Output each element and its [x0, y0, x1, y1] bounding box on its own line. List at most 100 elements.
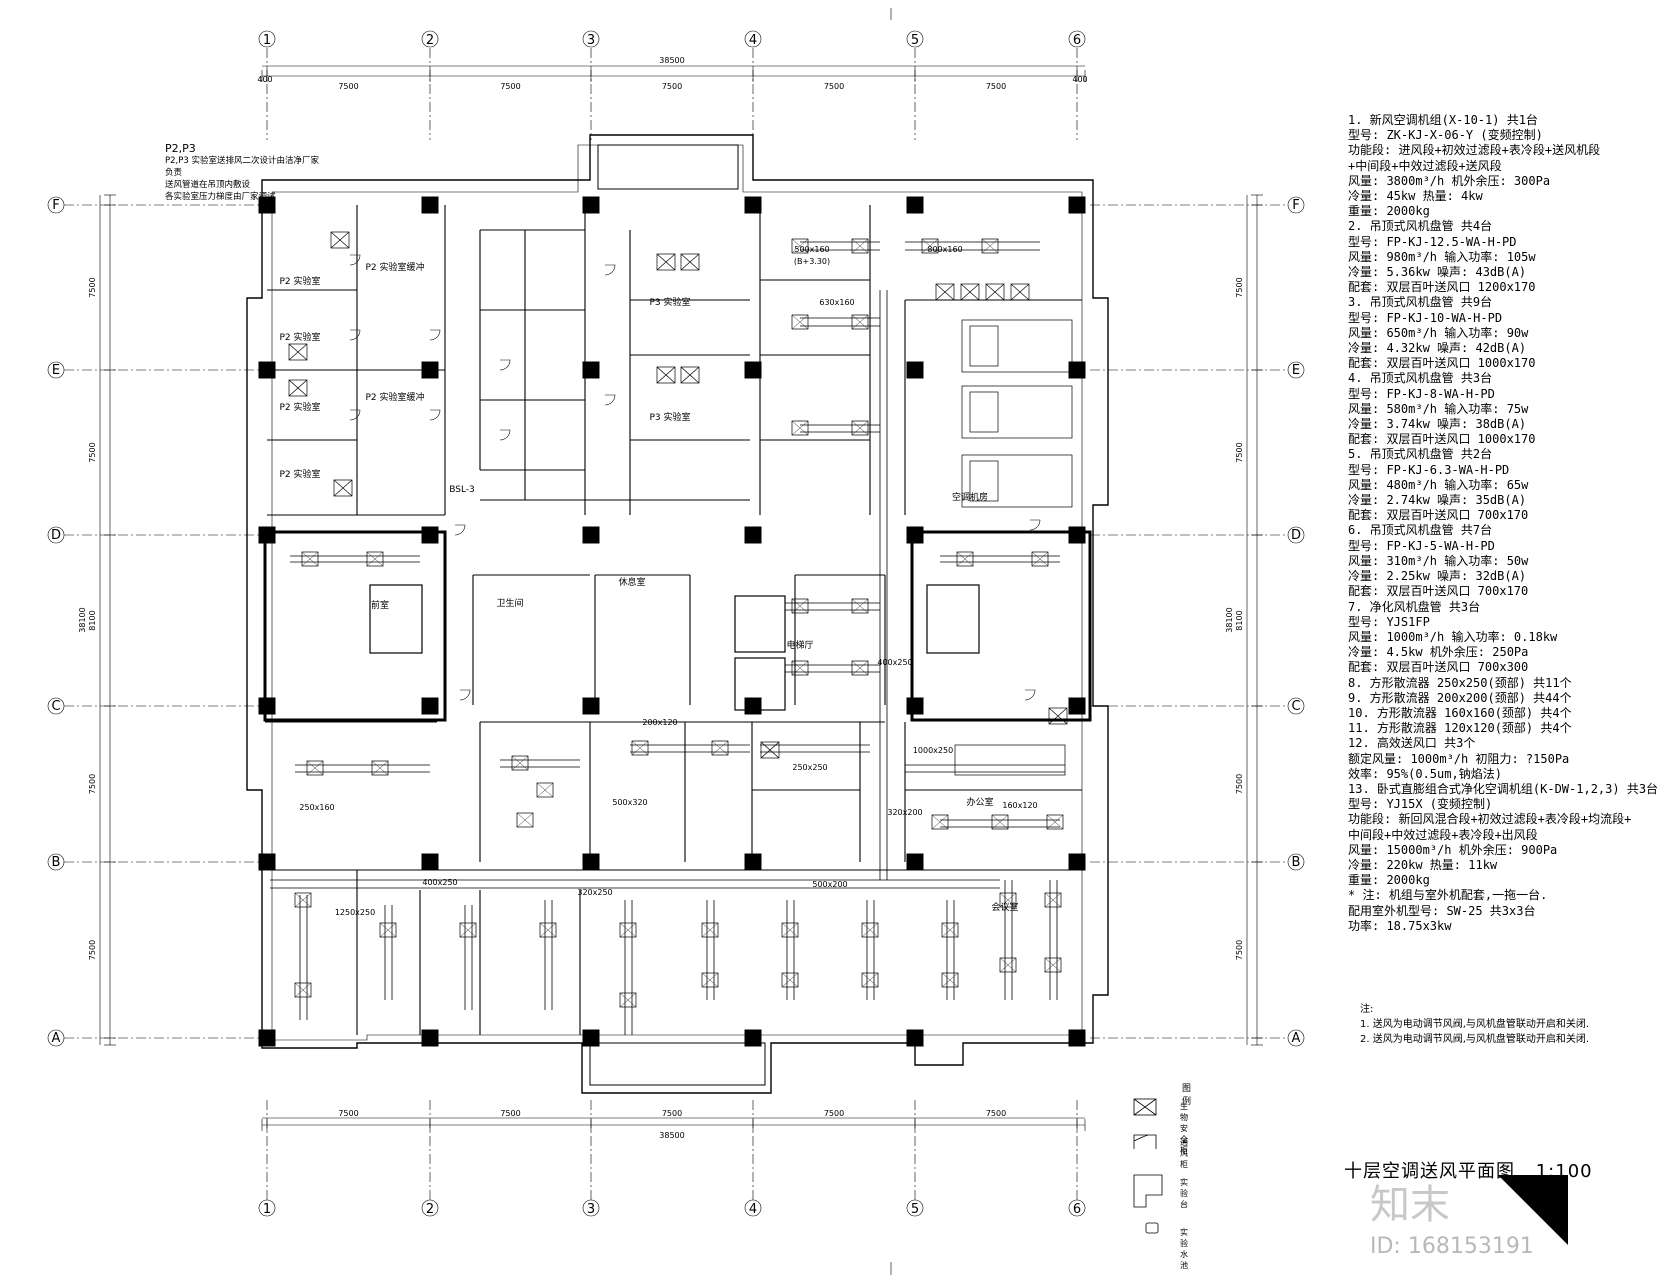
structural-column [744, 697, 762, 715]
equipment-note-line: 11. 方形散流器 120x120(颈部) 共4个 [1348, 721, 1572, 736]
air-diffuser [781, 922, 799, 938]
diffuser-mark [459, 922, 477, 938]
ahu-unit [961, 454, 1073, 508]
duct-size-label: 320x200 [887, 808, 922, 817]
equipment-note-line: 12. 高效送风口 共3个 [1348, 736, 1476, 751]
air-diffuser [1031, 551, 1049, 567]
equipment-note-line: 配套: 双层百叶送风口 1200x170 [1348, 280, 1536, 295]
structural-column [421, 526, 439, 544]
duct-size-label: 800x160 [927, 245, 962, 254]
equipment-note-line: 配套: 双层百叶送风口 700x170 [1348, 508, 1529, 523]
drawing-title-text: 十层空调送风平面图 [1344, 1161, 1515, 1182]
diffuser-mark [366, 551, 384, 567]
axis-bubble [1287, 1029, 1305, 1047]
air-diffuser [921, 238, 939, 254]
ahu-section [969, 460, 999, 502]
legend-symbols [1133, 1098, 1163, 1234]
equipment-note-line: 型号: YJS1FP [1348, 614, 1430, 629]
page-corner-mark [1498, 1175, 1568, 1245]
duct-size-label: 500x160 [794, 245, 829, 254]
door-swing [499, 359, 511, 371]
door-swing [1029, 519, 1041, 531]
equipment-note-line: 额定风量: 1000m³/h 初阻力: ?150Pa [1348, 751, 1570, 766]
duct-size-label: 250x160 [299, 803, 334, 812]
axis-bubble [1287, 697, 1305, 715]
diffuser-mark [956, 551, 974, 567]
remarks-heading: 注: [1360, 1004, 1374, 1015]
diffuser-mark [791, 598, 809, 614]
biosafety-cabinet [656, 253, 676, 271]
diffuser-mark [1031, 551, 1049, 567]
axis-bubble [1068, 1199, 1086, 1217]
structural-column [421, 697, 439, 715]
air-diffuser [791, 660, 809, 676]
design-note-line: P2,P3 实验室送排风二次设计由洁净厂家负责 [165, 156, 319, 178]
axis-bubble [1287, 853, 1305, 871]
equipment-note-line: 5. 吊顶式风机盘管 共2台 [1348, 447, 1493, 462]
air-diffuser [619, 992, 637, 1008]
building-walls [246, 134, 1109, 1094]
air-diffuser [459, 922, 477, 938]
diffuser-mark [981, 238, 999, 254]
room-label: 休息室 [618, 576, 645, 588]
diffuser-mark [851, 314, 869, 330]
axis-row-label: C [51, 699, 60, 714]
axis-row-label: F [52, 198, 59, 213]
remarks: 注: 1. 送风为电动调节风阀,与风机盘管联动开启和关闭. 2. 送风为电动调节… [1360, 1002, 1589, 1047]
equipment-note-line: 型号: FP-KJ-5-WA-H-PD [1348, 538, 1495, 553]
axis-bubble [258, 30, 276, 48]
diffuser-mark [631, 740, 649, 756]
air-diffuser [931, 814, 949, 830]
structural-column [582, 853, 600, 871]
diffuser-mark [711, 740, 729, 756]
air-diffuser [1044, 892, 1062, 908]
room-label: P2 实验室缓冲 [365, 261, 424, 273]
structural-column [1068, 697, 1086, 715]
diffuser-mark [701, 922, 719, 938]
equipment-note-line: 中间段+中效过滤段+表冷段+出风段 [1348, 827, 1538, 842]
dimension-label: 8100 [1235, 610, 1244, 630]
equipment-note-line: 冷量: 5.36kw 噪声: 43dB(A) [1348, 265, 1527, 280]
dimension-label: 7500 [88, 940, 97, 960]
equipment-note-line: 冷量: 45kw 热量: 4kw [1348, 189, 1483, 204]
door-swing [454, 524, 466, 536]
air-diffuser [791, 238, 809, 254]
diffuser-mark [791, 314, 809, 330]
equipment-note-line: 重量: 2000kg [1348, 873, 1430, 888]
dimension-label: 7500 [338, 1109, 358, 1118]
biosafety-cabinet [680, 253, 700, 271]
diffuser-mark [1046, 814, 1064, 830]
equipment-note-line: 风量: 980m³/h 输入功率: 105w [1348, 249, 1536, 264]
air-diffuser [701, 972, 719, 988]
air-diffuser [371, 760, 389, 776]
stair-core-left [263, 530, 447, 722]
ahu-section [969, 391, 999, 433]
axis-bubble [906, 30, 924, 48]
axis-row-label: D [51, 528, 61, 543]
duct-size-label: 400x250 [877, 658, 912, 667]
air-diffuser [701, 922, 719, 938]
diffuser-mark [931, 814, 949, 830]
dimension-overall: 38100 [1225, 607, 1234, 632]
dimension-label: 7500 [1235, 442, 1244, 462]
air-diffuser [999, 892, 1017, 908]
room-label: BSL-3 [449, 485, 475, 495]
biosafety-cabinet [680, 366, 700, 384]
axis-bubble [1287, 196, 1305, 214]
design-note: P2,P3 P2,P3 实验室送排风二次设计由洁净厂家负责 送风管道在吊顶内敷设… [165, 143, 325, 203]
equipment-note-line: 2. 吊顶式风机盘管 共4台 [1348, 219, 1493, 234]
axis-row-label: A [1292, 1031, 1301, 1046]
equipment-note-line: 冷量: 220kw 热量: 11kw [1348, 857, 1498, 872]
cabinet-cross [656, 366, 676, 384]
biosafety-cabinet [960, 283, 980, 301]
axis-column-label: 2 [426, 1202, 434, 1217]
structural-column [421, 196, 439, 214]
design-note-heading: P2,P3 [165, 142, 196, 155]
equipment-note-line: 效率: 95%(0.5um,钠焰法) [1348, 766, 1502, 781]
dimension-label: 7500 [88, 774, 97, 794]
dimension-overall: 38500 [659, 1131, 684, 1140]
axis-column-label: 5 [911, 33, 919, 48]
axis-column-label: 5 [911, 1202, 919, 1217]
diffuser-mark [851, 598, 869, 614]
